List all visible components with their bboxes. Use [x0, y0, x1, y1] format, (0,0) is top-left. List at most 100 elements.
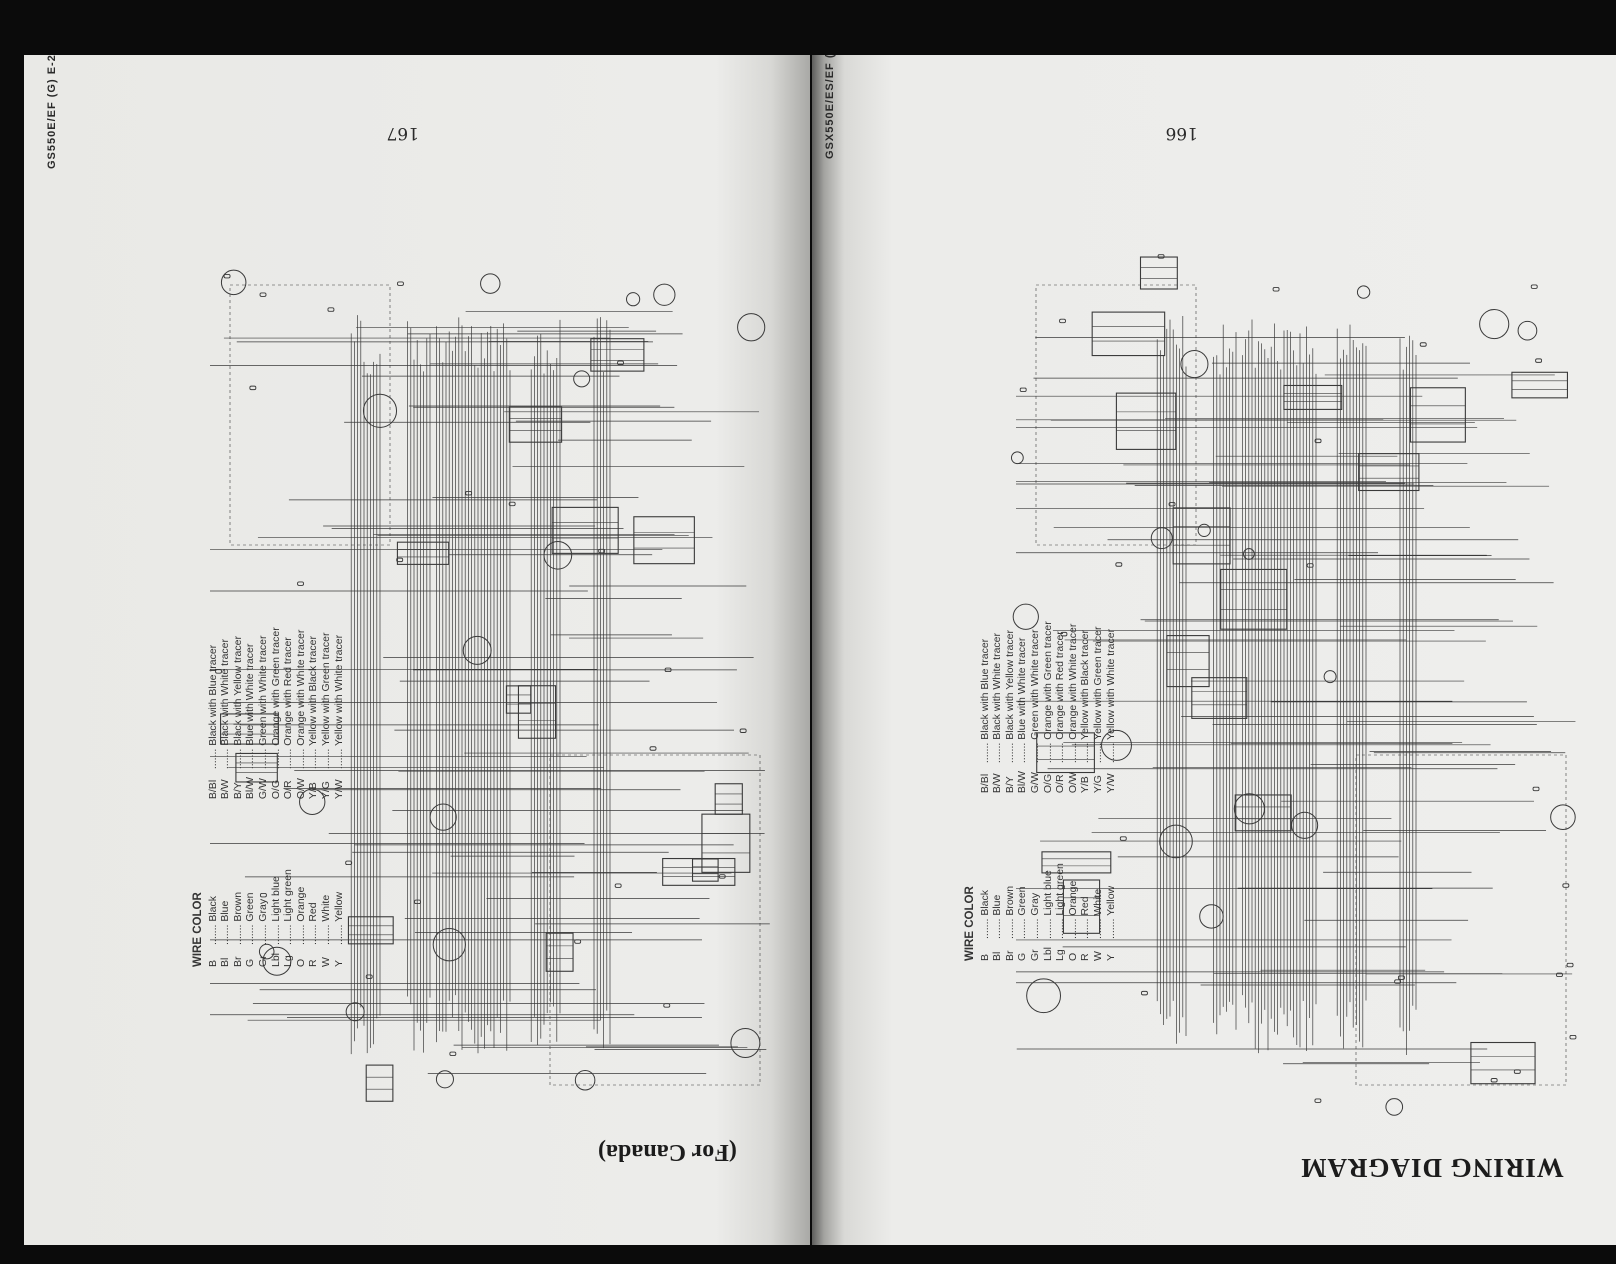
color-code: Bl — [219, 957, 232, 967]
connector — [1168, 502, 1176, 507]
lamp-symbol — [730, 1028, 761, 1058]
connector — [1157, 254, 1165, 259]
color-code: Gr — [256, 955, 269, 967]
legend-entry: O/W....... Orange with White tracer — [1067, 621, 1080, 793]
lamp-symbol — [462, 635, 492, 665]
connector — [1490, 1078, 1498, 1083]
lamp-symbol — [1291, 811, 1319, 839]
legend-entry: Bl....... Blue — [219, 869, 232, 967]
connector — [1272, 287, 1280, 292]
connector — [1532, 786, 1540, 792]
color-name: ....... Orange with White tracer — [1066, 623, 1079, 764]
lamp-symbol — [737, 313, 766, 342]
component-box — [517, 685, 557, 739]
color-name: ....... Gray — [1028, 892, 1041, 939]
connector — [297, 581, 304, 586]
component-box — [396, 541, 450, 565]
color-code: R — [1079, 953, 1092, 961]
color-code: B/Y — [231, 782, 244, 800]
color-name: ....... Yellow — [332, 891, 345, 945]
component-box — [1139, 256, 1178, 290]
connector — [598, 548, 606, 554]
connector — [1535, 358, 1543, 363]
color-code: Lg — [282, 955, 295, 967]
lamp-symbol — [1150, 527, 1173, 550]
connector — [1119, 836, 1127, 841]
page-166: 166 GSX550E/ES/EF (G) E-01,02,06,24 WIRE… — [812, 55, 1616, 1245]
color-code: Gr — [1028, 949, 1041, 961]
connector — [617, 360, 624, 366]
lamp-symbol — [258, 943, 275, 960]
component-box — [1166, 635, 1210, 688]
color-code: O — [294, 958, 307, 967]
color-name: ....... Orange with Green tracer — [1041, 621, 1054, 764]
legend-entry: B/Bl....... Black with Blue tracer — [207, 627, 220, 799]
color-name: ....... Green — [244, 892, 257, 945]
color-name: ....... Blue — [991, 894, 1004, 939]
lamp-symbol — [429, 803, 457, 831]
region-frame — [1035, 284, 1197, 546]
legend-entry: Lg....... Light green — [282, 869, 295, 967]
color-name: ....... Yellow with Black tracer — [1079, 630, 1092, 764]
color-name: ....... Green with White tracer — [1028, 629, 1041, 764]
lamp-symbol — [362, 393, 398, 428]
component-box — [347, 916, 394, 945]
component-box — [1358, 453, 1420, 492]
legend-entry: O/R....... Orange with Red tracer — [1054, 621, 1067, 793]
lamp-symbol — [1233, 793, 1265, 825]
lamp-symbol — [1243, 548, 1255, 560]
legend-entry: Bl/W....... Blue with White tracer — [244, 627, 257, 799]
component-box — [220, 713, 279, 745]
component-box — [1036, 732, 1095, 774]
color-name: ....... Black with Blue tracer — [978, 638, 991, 764]
color-name: ....... Black with White tracer — [991, 632, 1004, 764]
region-frame — [1355, 754, 1567, 1086]
connector — [718, 874, 726, 879]
color-code: O/G — [269, 779, 282, 800]
color-code: Br — [231, 956, 244, 968]
connector — [345, 860, 353, 866]
component-box — [714, 783, 743, 815]
lamp-symbol — [1517, 320, 1538, 341]
lamp-symbol — [626, 292, 641, 307]
color-name: ....... Red — [1079, 896, 1092, 939]
connector — [663, 1003, 671, 1008]
legend-entry: B/W ....... Black with White tracer — [991, 621, 1004, 793]
color-name: ....... White — [1091, 888, 1104, 939]
legend-entry: B....... Black — [979, 863, 992, 961]
color-code: Y/B — [307, 782, 320, 800]
legend-entry: Gr....... Gray — [257, 869, 270, 967]
legend-entry: O/R....... Orange with Red tracer — [282, 627, 295, 799]
legend-entry: Y/B ....... Yellow with Black tracer — [1079, 621, 1092, 793]
legend-entry: G/W....... Green with White tracer — [257, 627, 270, 799]
color-code: O — [1066, 952, 1079, 961]
color-code: Y/B — [1079, 776, 1092, 794]
legend-entry: Y/W....... Yellow with White tracer — [333, 627, 346, 799]
legend-entry: O ....... Orange — [295, 869, 308, 967]
color-name: ....... Orange with White tracer — [294, 629, 307, 770]
color-code: O/R — [1054, 774, 1067, 794]
connector — [249, 385, 257, 391]
color-name: ....... Orange — [1066, 880, 1079, 939]
legend-entry: B/Y....... Black with Yellow tracer — [1004, 621, 1017, 793]
color-code: G — [244, 958, 257, 967]
color-code: B/W — [991, 773, 1004, 794]
legend-title: WIRE COLOR — [192, 892, 204, 967]
component-box — [1283, 384, 1343, 410]
lamp-symbol — [1199, 904, 1224, 929]
lamp-symbol — [1100, 729, 1132, 761]
component-box — [1511, 371, 1568, 399]
lamp-symbol — [1026, 978, 1062, 1014]
color-code: Lg — [1054, 949, 1067, 961]
component-box — [508, 406, 563, 443]
connector — [508, 501, 516, 507]
legend-entry: Bl....... Blue — [991, 863, 1004, 961]
color-name: ....... Orange — [294, 886, 307, 945]
connector — [327, 307, 335, 312]
connector — [1569, 1034, 1577, 1040]
legend-entry: Lbl....... Light blue — [1042, 863, 1055, 961]
color-name: ....... Blue with White tracer — [1016, 637, 1029, 764]
color-name: ....... Black — [978, 889, 991, 939]
